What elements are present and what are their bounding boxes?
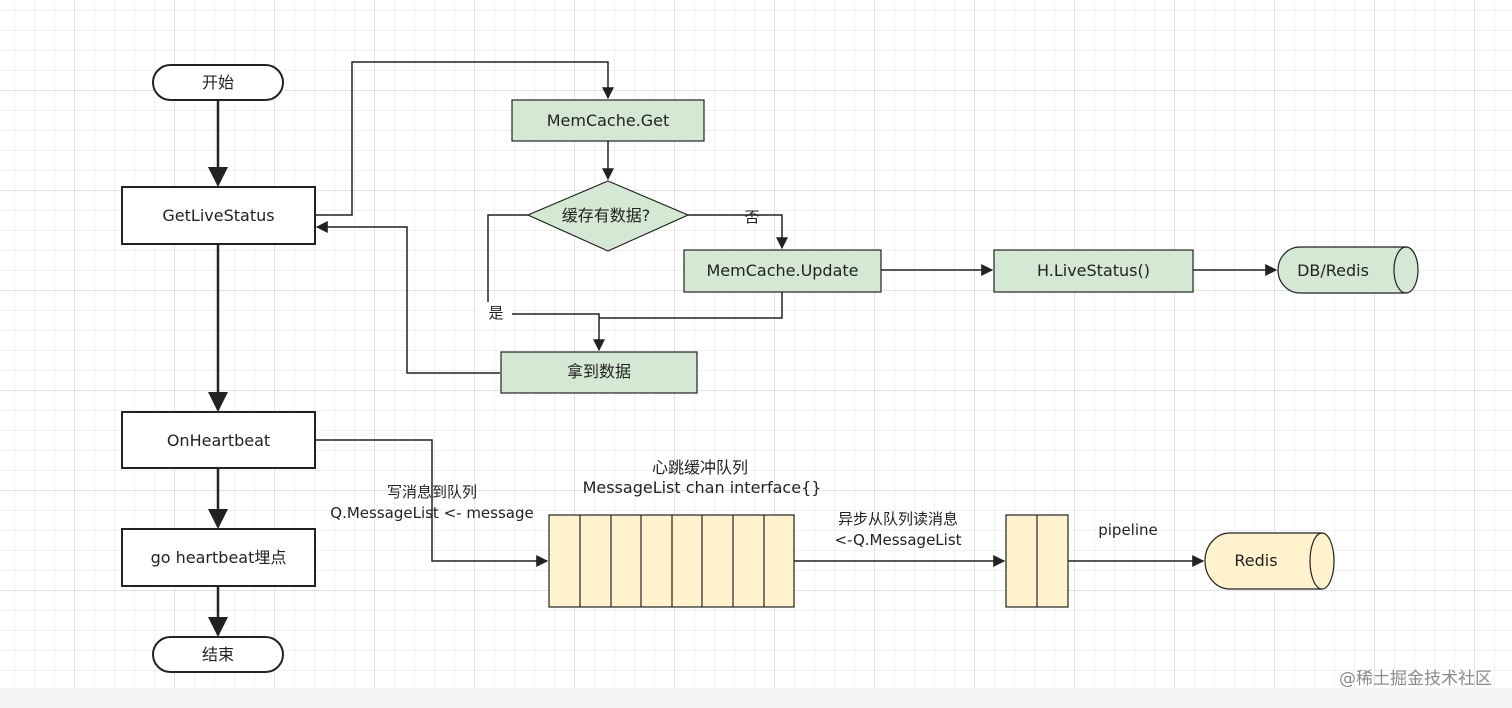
edge-getlivestatus-to-memcacheget [315,61,614,216]
redis-node: Redis [1204,532,1335,590]
gotdata-node: 拿到数据 [500,351,698,394]
memcacheget-label: MemCache.Get [547,111,670,130]
footer-bar [0,688,1512,708]
start-label: 开始 [202,73,234,92]
end-node: 结束 [152,636,284,673]
memcacheget-node: MemCache.Get [511,99,705,142]
edge-decision-no-to-memcacheupdate [688,214,788,250]
queue-title: 心跳缓冲队列 [652,458,748,477]
edge-label-async-read-line2: <-Q.MessageList [834,531,961,549]
memcacheupdate-node: MemCache.Update [683,249,882,293]
getlivestatus-node: GetLiveStatus [121,186,316,245]
edge-label-yes-bg [478,302,512,322]
edge-gotdata-to-getlivestatus [315,221,500,374]
small-queue-node [1005,514,1069,608]
onheartbeat-node: OnHeartbeat [121,411,316,469]
watermark: @稀土掘金技术社区 [1339,669,1492,689]
edge-memcacheupdate-to-gotdata [599,292,783,319]
dbredis-label: DB/Redis [1297,261,1369,280]
cache-decision-label: 缓存有数据? [562,206,651,225]
edge-label-write-queue-line1: 写消息到队列 [387,483,477,501]
memcacheupdate-label: MemCache.Update [706,261,858,280]
edge-label-async-read-line1: 异步从队列读消息 [838,510,958,528]
gotdata-label: 拿到数据 [567,362,631,381]
onheartbeat-label: OnHeartbeat [167,431,270,450]
dbredis-node: DB/Redis [1277,246,1419,294]
edge-label-yes: 是 [488,304,503,322]
heartbeat-queue-node [548,514,795,608]
queue-subtitle: MessageList chan interface{} [583,478,822,497]
edge-onheartbeat-to-queue [315,439,549,567]
cache-decision-node: 缓存有数据? [526,180,690,252]
edge-label-write-queue-line2: Q.MessageList <- message [330,504,533,522]
end-label: 结束 [202,645,234,664]
redis-label: Redis [1234,551,1277,570]
flowchart: 开始 GetLiveStatus MemCache.Get 缓存有数据? Mem… [121,61,1419,673]
start-node: 开始 [152,64,284,101]
edge-label-pipeline: pipeline [1098,521,1158,539]
getlivestatus-label: GetLiveStatus [162,206,274,225]
edge-label-no: 否 [744,208,759,226]
goheartbeat-node: go heartbeat埋点 [121,528,316,587]
hlivestatus-label: H.LiveStatus() [1037,261,1150,280]
goheartbeat-label: go heartbeat埋点 [151,548,287,567]
hlivestatus-node: H.LiveStatus() [993,249,1194,293]
